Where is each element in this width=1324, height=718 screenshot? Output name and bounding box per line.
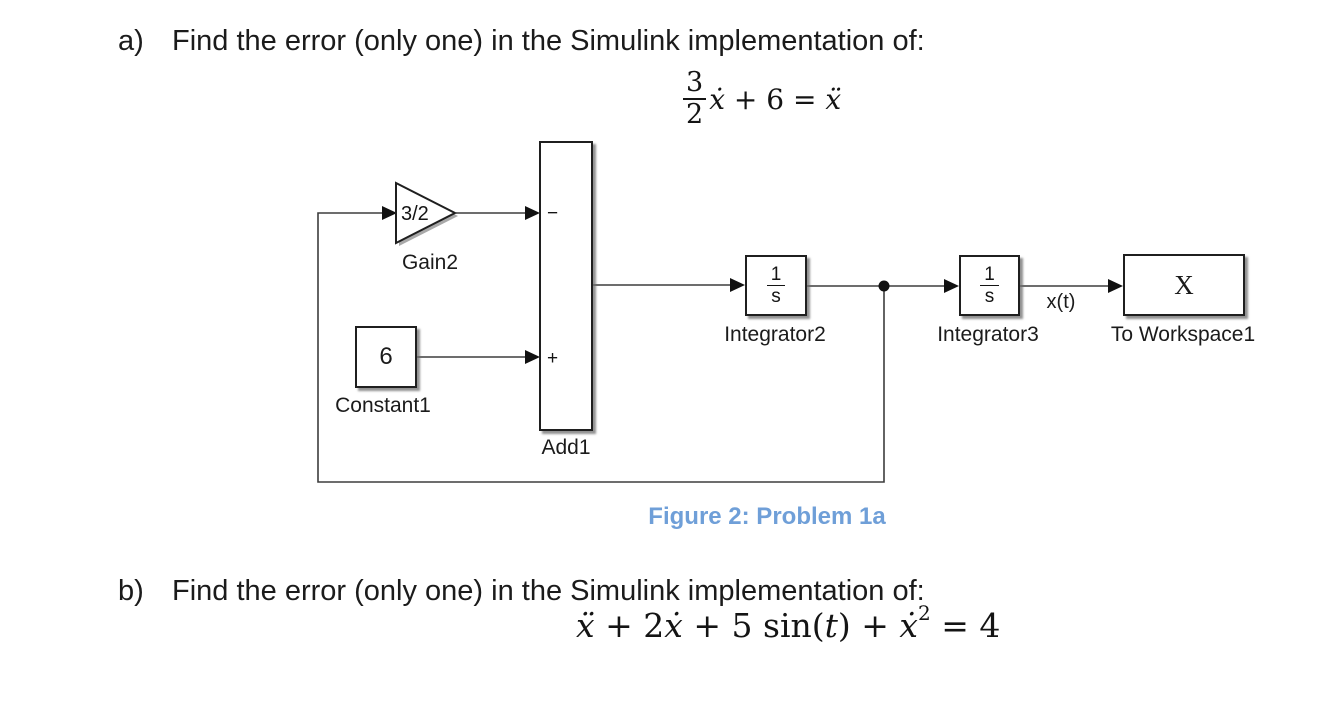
eq-b-x-dot1: ẋ <box>664 606 683 645</box>
add-plus-sign: + <box>547 348 559 369</box>
constant-block: 6 <box>355 326 417 388</box>
workspace-input-arrowhead <box>1108 279 1123 293</box>
eq-b-part2: + 5 sin( <box>682 606 825 645</box>
constant-value: 6 <box>379 343 393 370</box>
to-workspace-label: To Workspace1 <box>1110 323 1256 346</box>
figure-caption: Figure 2: Problem 1a <box>648 503 886 530</box>
fraction-numerator: 3 <box>683 67 707 100</box>
add-input2-arrowhead <box>525 350 540 364</box>
integrator3-numerator: 1 <box>980 264 999 286</box>
gain-triangle <box>395 181 458 245</box>
to-workspace-value: X <box>1174 269 1194 300</box>
eq-b-part3: ) + <box>837 606 900 645</box>
feedback-wire <box>317 212 885 483</box>
branch-dot <box>878 280 890 292</box>
equation-a-middle: + 6 = <box>724 82 826 116</box>
integrator3-denominator: s <box>984 286 995 307</box>
to-workspace-block: X <box>1123 254 1245 316</box>
integrator3-label: Integrator3 <box>937 323 1039 346</box>
gain-label: Gain2 <box>401 251 459 274</box>
eq-b-part4: = 4 <box>930 606 1001 645</box>
eq-b-superscript: 2 <box>918 600 931 625</box>
eq-b-x-dot2: ẋ <box>899 606 919 645</box>
eq-b-t-var: t <box>824 606 838 645</box>
add-block: − + <box>539 141 593 431</box>
integrator3-input-arrowhead <box>944 279 959 293</box>
problem-b-heading: b) Find the error (only one) in the Simu… <box>118 574 925 609</box>
problem-a-prompt: Find the error (only one) in the Simulin… <box>172 25 925 57</box>
fraction-denominator: 2 <box>686 99 704 130</box>
signal-label-xt: x(t) <box>1046 291 1076 313</box>
problem-a-item-label: a) <box>118 25 144 57</box>
eq-b-part1: + 2 <box>594 606 665 645</box>
gain-value: 3/2 <box>401 203 429 225</box>
integrator2-numerator: 1 <box>766 264 786 286</box>
problem-b-item-label: b) <box>118 575 144 607</box>
gain-input-arrowhead <box>382 206 397 220</box>
x-dot-term: ẋ <box>709 82 725 116</box>
add-minus-sign: − <box>547 203 559 224</box>
integrator2-denominator: s <box>771 286 781 307</box>
eq-b-x-ddot: ẍ <box>576 606 595 645</box>
problem-b-prompt: Find the error (only one) in the Simulin… <box>172 575 925 607</box>
integrator2-input-arrowhead <box>730 278 745 292</box>
x-ddot-term: ẍ <box>825 82 842 116</box>
add-input1-arrowhead <box>525 206 540 220</box>
problem-a-heading: a) Find the error (only one) in the Simu… <box>118 24 925 59</box>
constant-label: Constant1 <box>335 394 431 417</box>
integrator2-label: Integrator2 <box>724 323 826 346</box>
add-label: Add1 <box>541 436 591 459</box>
